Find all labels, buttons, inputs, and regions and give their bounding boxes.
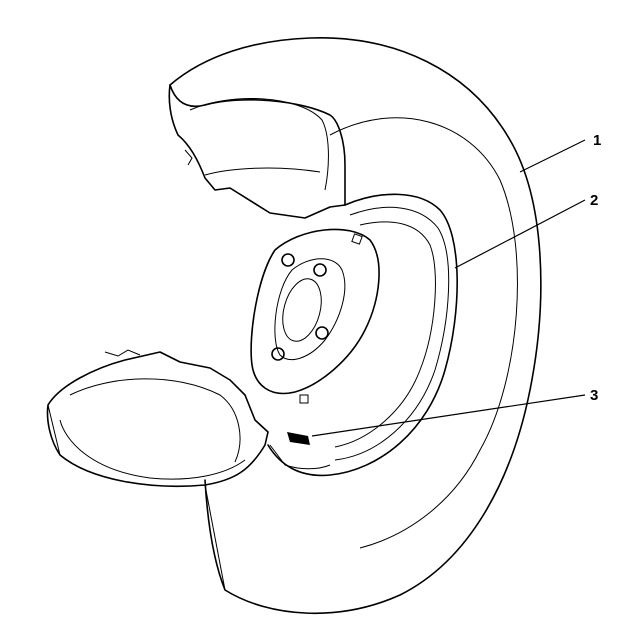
callout-2: 2 bbox=[590, 192, 598, 209]
leader-lines bbox=[311, 139, 586, 437]
bolt bbox=[313, 263, 327, 277]
bolt bbox=[281, 253, 295, 267]
wheel-rim bbox=[267, 193, 458, 477]
valve-stem bbox=[287, 432, 310, 445]
wheel-hub bbox=[250, 228, 380, 404]
leader-3 bbox=[311, 394, 586, 437]
callout-3: 3 bbox=[590, 387, 598, 404]
tire bbox=[46, 37, 542, 614]
leader-1 bbox=[519, 139, 586, 173]
bolt bbox=[315, 326, 329, 340]
callout-1: 1 bbox=[593, 132, 601, 149]
leader-2 bbox=[454, 199, 586, 269]
bolt bbox=[271, 347, 285, 361]
